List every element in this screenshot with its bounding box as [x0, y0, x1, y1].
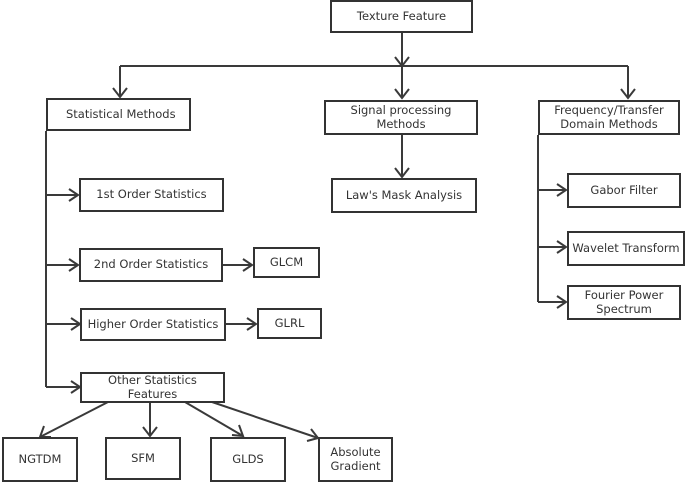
node-first-order-statistics: 1st Order Statistics: [79, 178, 224, 212]
arrowhead-sfm: [142, 426, 158, 438]
node-glcm: GLCM: [253, 247, 320, 278]
arrowhead-first-order: [68, 188, 80, 202]
node-absolute-gradient: Absolute Gradient: [318, 437, 393, 482]
edge-to-ngtdm: [39, 401, 109, 438]
arrowhead-signal: [394, 88, 410, 100]
arrowhead-fourier: [556, 295, 568, 309]
node-glrl: GLRL: [257, 308, 322, 339]
arrowhead-wavelet: [556, 240, 568, 254]
edge-to-absolute-gradient: [211, 401, 319, 439]
node-signal-processing-methods: Signal processing Methods: [324, 100, 478, 135]
node-gabor-filter: Gabor Filter: [567, 173, 681, 208]
node-second-order-statistics: 2nd Order Statistics: [79, 248, 223, 282]
node-other-statistics-features: Other Statistics Features: [80, 372, 225, 403]
arrowhead-laws: [394, 167, 410, 179]
arrowhead-statistical: [112, 87, 128, 99]
arrowhead-frequency: [620, 88, 636, 100]
arrowhead-gabor: [556, 183, 568, 197]
arrowhead-glcm: [242, 258, 254, 272]
arrowhead-root: [394, 56, 410, 68]
node-ngtdm: NGTDM: [2, 437, 78, 482]
arrowhead-glrl: [246, 317, 258, 331]
node-higher-order-statistics: Higher Order Statistics: [80, 308, 226, 341]
node-glds: GLDS: [210, 437, 286, 482]
node-wavelet-transform: Wavelet Transform: [567, 231, 685, 266]
node-laws-mask-analysis: Law's Mask Analysis: [331, 178, 477, 213]
node-sfm: SFM: [105, 437, 181, 480]
node-texture-feature: Texture Feature: [330, 0, 473, 33]
arrowhead-glds: [231, 424, 245, 438]
edge-to-glds: [184, 401, 244, 437]
node-frequency-transfer: Frequency/Transfer Domain Methods: [538, 100, 680, 135]
node-statistical-methods: Statistical Methods: [46, 98, 191, 131]
node-fourier-power-spectrum: Fourier Power Spectrum: [567, 285, 681, 320]
arrowhead-second-order: [68, 258, 80, 272]
